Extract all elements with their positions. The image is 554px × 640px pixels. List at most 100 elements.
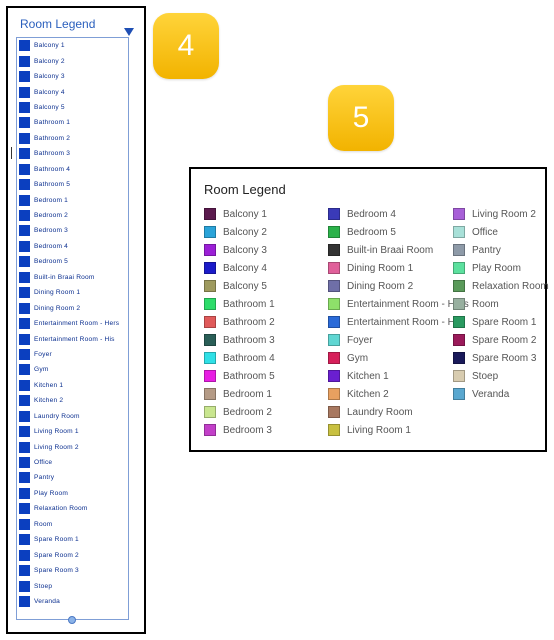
- left-legend-item[interactable]: Bedroom 3: [19, 223, 127, 238]
- left-legend-swatch: [19, 71, 30, 83]
- legend-dropdown-arrow-icon[interactable]: [124, 28, 134, 36]
- right-legend-swatch: [204, 388, 216, 400]
- right-legend-title: Room Legend: [204, 182, 286, 197]
- right-legend-swatch: [204, 334, 216, 346]
- right-legend-item: Balcony 4: [204, 259, 275, 277]
- left-legend-item[interactable]: Balcony 5: [19, 100, 127, 115]
- left-legend-item[interactable]: Balcony 3: [19, 69, 127, 84]
- left-legend-item[interactable]: Spare Room 1: [19, 532, 127, 547]
- right-legend-item-label: Living Room 2: [472, 208, 536, 220]
- left-legend-item[interactable]: Laundry Room: [19, 409, 127, 424]
- right-legend-item: Foyer: [328, 331, 469, 349]
- right-legend-item: Entertainment Room - His: [328, 313, 469, 331]
- left-legend-item[interactable]: Built-in Braai Room: [19, 270, 127, 285]
- left-legend-item[interactable]: Living Room 1: [19, 424, 127, 439]
- left-legend-item[interactable]: Office: [19, 455, 127, 470]
- right-legend-swatch: [328, 388, 340, 400]
- resize-handle[interactable]: [68, 616, 76, 624]
- left-legend-swatch: [19, 318, 30, 330]
- right-legend-item-label: Gym: [347, 352, 369, 364]
- step-badge-4-label: 4: [177, 29, 195, 62]
- right-legend-item-label: Balcony 2: [223, 226, 267, 238]
- left-legend-item[interactable]: Dining Room 1: [19, 285, 127, 300]
- left-legend-item[interactable]: Balcony 2: [19, 53, 127, 68]
- left-legend-swatch: [19, 163, 30, 175]
- right-legend-swatch: [204, 370, 216, 382]
- right-legend-item-label: Built-in Braai Room: [347, 244, 434, 256]
- right-legend-item: Spare Room 1: [453, 313, 549, 331]
- left-legend-swatch: [19, 86, 30, 98]
- left-legend-item[interactable]: Bedroom 1: [19, 192, 127, 207]
- left-legend-item-label: Entertainment Room - Hers: [34, 320, 120, 328]
- left-legend-item-label: Bedroom 2: [34, 212, 69, 220]
- right-legend-swatch: [204, 244, 216, 256]
- left-legend-swatch: [19, 117, 30, 129]
- left-legend-item[interactable]: Relaxation Room: [19, 501, 127, 516]
- right-legend-item: Spare Room 2: [453, 331, 549, 349]
- right-legend-item-label: Balcony 3: [223, 244, 267, 256]
- right-legend-swatch: [453, 370, 465, 382]
- right-legend-item: Kitchen 2: [328, 385, 469, 403]
- left-legend-item[interactable]: Gym: [19, 362, 127, 377]
- right-legend-item: Bedroom 4: [328, 205, 469, 223]
- left-legend-item[interactable]: Bedroom 5: [19, 254, 127, 269]
- right-legend-swatch: [204, 208, 216, 220]
- right-legend-swatch: [328, 208, 340, 220]
- left-legend-item-label: Bathroom 4: [34, 165, 71, 173]
- left-legend-swatch: [19, 549, 30, 561]
- left-legend-item-label: Living Room 2: [34, 443, 79, 451]
- left-legend-item[interactable]: Veranda: [19, 594, 127, 609]
- left-legend-item[interactable]: Spare Room 3: [19, 563, 127, 578]
- left-legend-swatch: [19, 457, 30, 469]
- right-legend-item-label: Office: [472, 226, 498, 238]
- right-legend-swatch: [204, 424, 216, 436]
- right-legend-item-label: Entertainment Room - Hers: [347, 298, 469, 310]
- right-legend-swatch: [328, 424, 340, 436]
- text-cursor-icon: [11, 147, 12, 159]
- right-legend-item: Bathroom 3: [204, 331, 275, 349]
- right-legend-item-label: Spare Room 3: [472, 352, 537, 364]
- left-legend-item-label: Bedroom 1: [34, 196, 69, 204]
- left-legend-item[interactable]: Balcony 1: [19, 38, 127, 53]
- left-legend-item-label: Bedroom 3: [34, 227, 69, 235]
- left-legend-item[interactable]: Bathroom 2: [19, 131, 127, 146]
- left-legend-item[interactable]: Play Room: [19, 486, 127, 501]
- right-legend-swatch: [453, 262, 465, 274]
- left-legend-swatch: [19, 271, 30, 283]
- left-legend-item[interactable]: Dining Room 2: [19, 300, 127, 315]
- left-legend-item[interactable]: Entertainment Room - His: [19, 331, 127, 346]
- right-legend-item: Veranda: [453, 385, 549, 403]
- left-legend-title: Room Legend: [20, 17, 96, 31]
- left-legend-item[interactable]: Kitchen 1: [19, 378, 127, 393]
- left-legend-item[interactable]: Bathroom 4: [19, 162, 127, 177]
- right-legend-swatch: [204, 280, 216, 292]
- right-legend-item-label: Bedroom 1: [223, 388, 272, 400]
- left-legend-item[interactable]: Pantry: [19, 470, 127, 485]
- left-legend-item[interactable]: Living Room 2: [19, 439, 127, 454]
- left-legend-item[interactable]: Balcony 4: [19, 84, 127, 99]
- left-legend-item[interactable]: Bathroom 3: [19, 146, 127, 161]
- right-legend-item-label: Bedroom 4: [347, 208, 396, 220]
- left-legend-swatch: [19, 580, 30, 592]
- left-legend-item[interactable]: Bathroom 1: [19, 115, 127, 130]
- left-legend-item[interactable]: Stoep: [19, 578, 127, 593]
- left-legend-item[interactable]: Bathroom 5: [19, 177, 127, 192]
- right-legend-item-label: Relaxation Room: [472, 280, 549, 292]
- right-legend-swatch: [328, 406, 340, 418]
- left-legend-item-label: Balcony 5: [34, 103, 65, 111]
- left-legend-swatch: [19, 240, 30, 252]
- right-legend-swatch: [328, 316, 340, 328]
- left-legend-item[interactable]: Bedroom 4: [19, 239, 127, 254]
- left-legend-item[interactable]: Bedroom 2: [19, 208, 127, 223]
- right-legend-item-label: Dining Room 1: [347, 262, 414, 274]
- left-legend-item[interactable]: Foyer: [19, 347, 127, 362]
- left-legend-item[interactable]: Kitchen 2: [19, 393, 127, 408]
- left-legend-item[interactable]: Spare Room 2: [19, 547, 127, 562]
- left-legend-item[interactable]: Entertainment Room - Hers: [19, 316, 127, 331]
- left-legend-item-label: Gym: [34, 366, 49, 374]
- left-legend-item[interactable]: Room: [19, 517, 127, 532]
- right-legend-swatch: [204, 352, 216, 364]
- left-legend-swatch: [19, 441, 30, 453]
- right-legend-swatch: [453, 244, 465, 256]
- right-legend-item: Bedroom 1: [204, 385, 275, 403]
